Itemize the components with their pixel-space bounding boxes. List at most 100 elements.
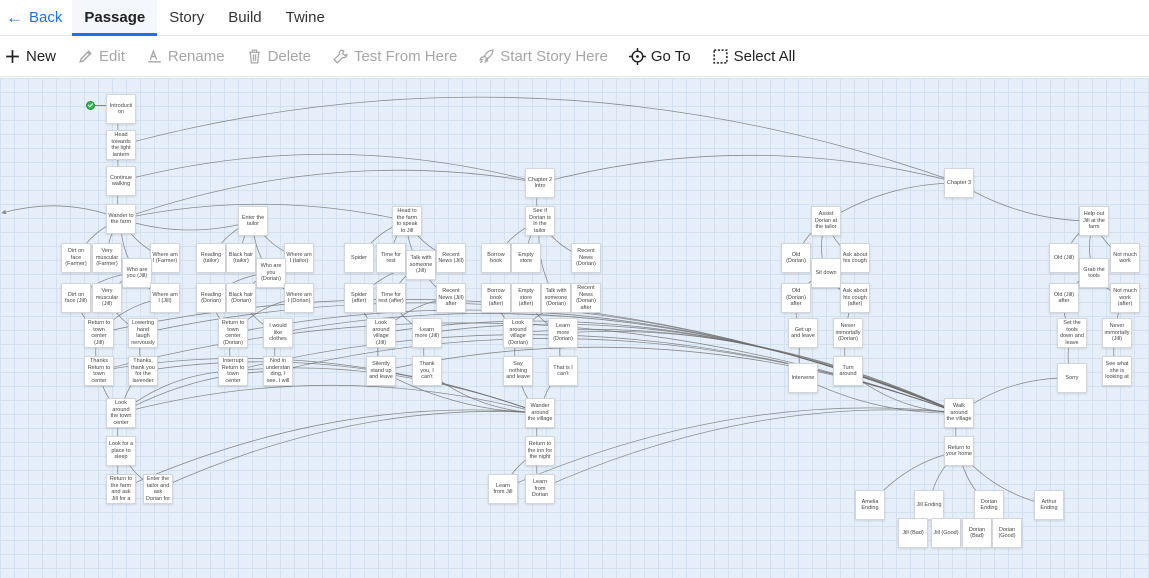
passage-card[interactable]: Get up and leave [788, 318, 818, 348]
passage-card[interactable]: Wander around the village [525, 398, 555, 428]
passage-card[interactable]: Thanks, thank you for the lavender [128, 356, 158, 386]
passage-card[interactable]: Thank you, I can't [412, 356, 442, 386]
passage-card[interactable]: Empty store (after) [511, 283, 541, 313]
story-map-canvas[interactable]: Introducti on Head towards the light lant… [0, 78, 1149, 578]
passage-card[interactable]: Old (Jill) after [1049, 283, 1079, 313]
passage-card[interactable]: Old (Dorian) [781, 243, 811, 273]
passage-card[interactable]: Dirt on face (Jill) [61, 283, 91, 313]
passage-card[interactable]: Very muscular (Jill) [92, 283, 122, 313]
passage-card[interactable]: Walk around the village [944, 398, 974, 428]
passage-card[interactable]: I would like clothes [263, 318, 293, 348]
passage-card[interactable]: Return to your home [944, 436, 974, 466]
passage-card[interactable]: Spider [344, 243, 374, 273]
tab-twine[interactable]: Twine [285, 8, 325, 26]
passage-card[interactable]: Head towards the light lantern [106, 130, 136, 160]
passage-card[interactable]: Who are you (Dorian) [256, 258, 286, 288]
passage-card[interactable]: Enter the tailor [238, 206, 268, 236]
passage-card[interactable]: Say nothing and leave [503, 356, 533, 386]
passage-card[interactable]: Assist Dorian at the tailor [811, 206, 841, 236]
passage-card[interactable]: Never immortally (Jill) [1102, 318, 1132, 348]
passage-card[interactable]: Borrow book (after) [481, 283, 511, 313]
passage-card[interactable]: Sorry [1057, 363, 1087, 393]
passage-card[interactable]: See if Dorian is in the tailor [525, 206, 555, 236]
passage-card[interactable]: Time for rest (after) [376, 283, 406, 313]
passage-card[interactable]: Who are you (Jill) [122, 258, 152, 288]
passage-card[interactable]: Intervene [788, 363, 818, 393]
passage-card[interactable]: Time for rest [376, 243, 406, 273]
passage-card[interactable]: Turn around [833, 356, 863, 386]
select-all-button[interactable]: Select All [712, 48, 795, 65]
passage-card[interactable]: Talk with someone (Jill) [406, 250, 436, 280]
passage-card[interactable]: Borrow book [481, 243, 511, 273]
passage-card[interactable]: That is I can't [548, 356, 578, 386]
passage-card[interactable]: Learn more (Jill) [412, 318, 442, 348]
passage-card[interactable]: Reading (Dorian) [196, 283, 226, 313]
tab-passage[interactable]: Passage [72, 0, 158, 36]
passage-card[interactable]: See what she is looking at [1102, 356, 1132, 386]
back-button[interactable]: ← Back [0, 0, 72, 36]
passage-card[interactable]: Help out Jill at the farm [1079, 206, 1109, 236]
tab-story[interactable]: Story [169, 8, 205, 26]
passage-card[interactable]: Talk with someone (Dorian) [541, 283, 571, 313]
passage-card[interactable]: Recent News (Dorian) after [571, 283, 601, 313]
passage-card[interactable]: Dorian (Good) [992, 518, 1022, 548]
passage-card[interactable]: Look around the town center [106, 398, 136, 428]
passage-card[interactable]: Lowering hand laugh nervously [128, 318, 158, 348]
passage-card[interactable]: Dorian (Bad) [962, 518, 992, 548]
passage-card[interactable]: Recent News (Jill) after [436, 283, 466, 313]
passage-card[interactable]: Return to town center (Jill) [84, 318, 114, 348]
test-from-here-button[interactable]: Test From Here [332, 48, 457, 65]
start-story-here-button[interactable]: Start Story Here [478, 48, 608, 65]
passage-card[interactable]: Ask about his cough (after) [840, 283, 870, 313]
passage-card[interactable]: Not much work (after) [1110, 283, 1140, 313]
passage-card[interactable]: Black hair (tailor) [226, 243, 256, 273]
passage-card[interactable]: Recent News (Dorian) [571, 243, 601, 273]
tab-build[interactable]: Build [228, 8, 262, 26]
passage-card[interactable]: Set the tools down and leave [1057, 318, 1087, 348]
passage-card[interactable]: Introducti on [106, 94, 136, 124]
passage-card[interactable]: Thanks Return to town center [84, 356, 114, 386]
passage-card[interactable]: Jill (Bad) [898, 518, 928, 548]
passage-card[interactable]: Continue walking [106, 166, 136, 196]
passage-card[interactable]: Where am I (Jill) [150, 283, 180, 313]
passage-card[interactable]: Empty store [511, 243, 541, 273]
passage-card[interactable]: Chapter 2 Intro [525, 168, 555, 198]
passage-card[interactable]: Ask about his cough [840, 243, 870, 273]
passage-card[interactable]: Where am I (tailor) [284, 243, 314, 273]
passage-card[interactable]: Look for a place to sleep [106, 436, 136, 466]
passage-card[interactable]: Dirt on face (Farmer) [61, 243, 91, 273]
passage-card[interactable]: Old (Dorian) after [781, 283, 811, 313]
passage-card[interactable]: Learn more (Dorian) [548, 318, 578, 348]
passage-card[interactable]: Return to the farm and ask Jill for a [106, 474, 136, 504]
passage-card[interactable]: Old (Jill) [1049, 243, 1079, 273]
passage-card[interactable]: Black hair (Dorian) [226, 283, 256, 313]
passage-card[interactable]: Look around village (Jill) [366, 318, 396, 348]
edit-button[interactable]: Edit [77, 48, 125, 65]
passage-card[interactable]: Learn from Jill [488, 474, 518, 504]
passage-card[interactable]: Enter the tailor and ask Dorian for [143, 474, 173, 504]
passage-card[interactable]: Look around village (Dorian) [503, 318, 533, 348]
passage-card[interactable]: Nod in understanding, I see. I will [263, 356, 293, 386]
new-button[interactable]: New [4, 48, 56, 65]
passage-card[interactable]: Amelia Ending [855, 490, 885, 520]
passage-card[interactable]: Interrupt Return to town center [218, 356, 248, 386]
passage-card[interactable]: Head to the farm to speak to Jill [392, 206, 422, 236]
passage-card[interactable]: Not much work [1110, 243, 1140, 273]
passage-card[interactable]: Return to town center (Dorian) [218, 318, 248, 348]
delete-button[interactable]: Delete [246, 48, 311, 65]
go-to-button[interactable]: Go To [628, 47, 691, 65]
passage-card[interactable]: Recent News (Jill) [436, 243, 466, 273]
passage-card[interactable]: Reading (tailor) [196, 243, 226, 273]
passage-card[interactable]: Never immortally (Dorian) [833, 318, 863, 348]
passage-card[interactable]: Grab the tools [1079, 258, 1109, 288]
passage-card[interactable]: Very muscular (Farmer) [92, 243, 122, 273]
passage-card[interactable]: Jill Ending [914, 490, 944, 520]
passage-card[interactable]: Learn from Dorian [525, 474, 555, 504]
rename-button[interactable]: Rename [146, 48, 225, 65]
passage-card[interactable]: Sit down [811, 258, 841, 288]
passage-card[interactable]: Where am I (Farmer) [150, 243, 180, 273]
passage-card[interactable]: Return to the inn for the night [525, 436, 555, 466]
passage-card[interactable]: Chapter 3 [944, 168, 974, 198]
passage-card[interactable]: Spider (after) [344, 283, 374, 313]
passage-card[interactable]: Wander to the farm [106, 204, 136, 234]
